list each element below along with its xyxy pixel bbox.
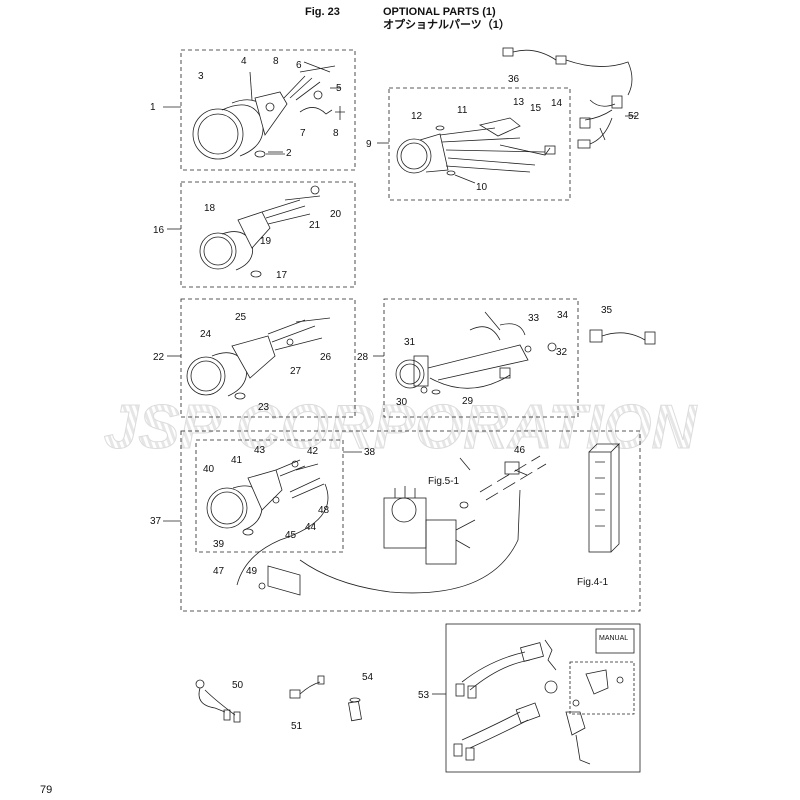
figure-title-japanese: オプショナルパーツ（1） [383,19,510,31]
callout-6: 6 [296,60,302,71]
callout-30: 30 [396,397,408,408]
callout-52: 52 [628,111,640,122]
callout-20: 20 [330,209,342,220]
callout-9: 9 [366,139,372,150]
callout-54: 54 [362,672,374,683]
callout-17: 17 [276,270,288,281]
callout-15: 15 [530,103,542,114]
callout-29: 29 [462,396,474,407]
callout-43: 43 [254,445,266,456]
callout-49: 49 [246,566,258,577]
page-number: 79 [40,784,53,796]
loose-part-50 [195,679,241,723]
watermark-text: JSP CORPORATION [104,393,698,462]
callout-5: 5 [336,83,342,94]
callout-47: 47 [213,566,225,577]
bracket-sub-box [569,661,635,715]
figure-title: OPTIONAL PARTS (1) [383,6,496,18]
callout-26: 26 [320,352,332,363]
callout-28: 28 [357,352,369,363]
callout-34: 34 [557,310,569,321]
group-box-37 [180,430,641,612]
callout-51: 51 [291,721,303,732]
callout-25: 25 [235,312,247,323]
callout-fig-4-1: Fig.4-1 [577,577,609,588]
callout-18: 18 [204,203,216,214]
callout-42: 42 [307,446,319,457]
gauge-assembly-1 [192,61,345,160]
group-box-16 [180,181,356,288]
callout-fig-5-1: Fig.5-1 [428,476,460,487]
callout-2: 2 [286,148,292,159]
callout-13: 13 [513,97,525,108]
gauge-assembly-16 [199,185,321,278]
callout-31: 31 [404,337,416,348]
fuel-hose-system [236,443,620,596]
figure-number: Fig. 23 [305,6,340,18]
callout-19: 19 [260,236,272,247]
callout-40: 40 [203,464,215,475]
callout-22: 22 [153,352,165,363]
callout-21: 21 [309,220,321,231]
gauge-assembly-22 [186,317,331,400]
callout-8: 8 [273,56,279,67]
wire-harness-35 [589,329,656,345]
callout-48: 48 [318,505,330,516]
wire-harness-36-52 [502,47,633,149]
callout-8: 8 [333,128,339,139]
group-box-53 [445,623,641,773]
callout-41: 41 [231,455,243,466]
callout-27: 27 [290,366,302,377]
callout-45: 45 [285,530,297,541]
callout-16: 16 [153,225,165,236]
callout-11: 11 [457,105,468,116]
group-box-22 [180,298,356,418]
callout-12: 12 [411,111,423,122]
callout-24: 24 [200,329,212,340]
group-box-1 [180,49,356,171]
manual-box [595,628,635,654]
callout-53: 53 [418,690,430,701]
callout-7: 7 [300,128,306,139]
group-box-28 [383,298,579,418]
callout-4: 4 [241,56,247,67]
loose-part-54 [348,697,362,722]
callout-46: 46 [514,445,526,456]
loose-part-51 [289,675,325,699]
group-box-38 [195,439,344,553]
callout-3: 3 [198,71,204,82]
callout-37: 37 [150,516,162,527]
gauge-assembly-28 [395,311,557,395]
callout-1: 1 [150,102,156,113]
callout-50: 50 [232,680,244,691]
callout-14: 14 [551,98,563,109]
manual-box-label: MANUAL [599,635,629,642]
callout-38: 38 [364,447,376,458]
callout-23: 23 [258,402,270,413]
callout-10: 10 [476,182,488,193]
callout-44: 44 [305,522,317,533]
callout-33: 33 [528,313,540,324]
callout-39: 39 [213,539,225,550]
gauge-assembly-38 [206,459,325,536]
callout-35: 35 [601,305,613,316]
callout-36: 36 [508,74,520,85]
sensor-kit-53 [453,639,624,765]
callout-32: 32 [556,347,568,358]
gauge-assembly-9 [396,117,556,176]
